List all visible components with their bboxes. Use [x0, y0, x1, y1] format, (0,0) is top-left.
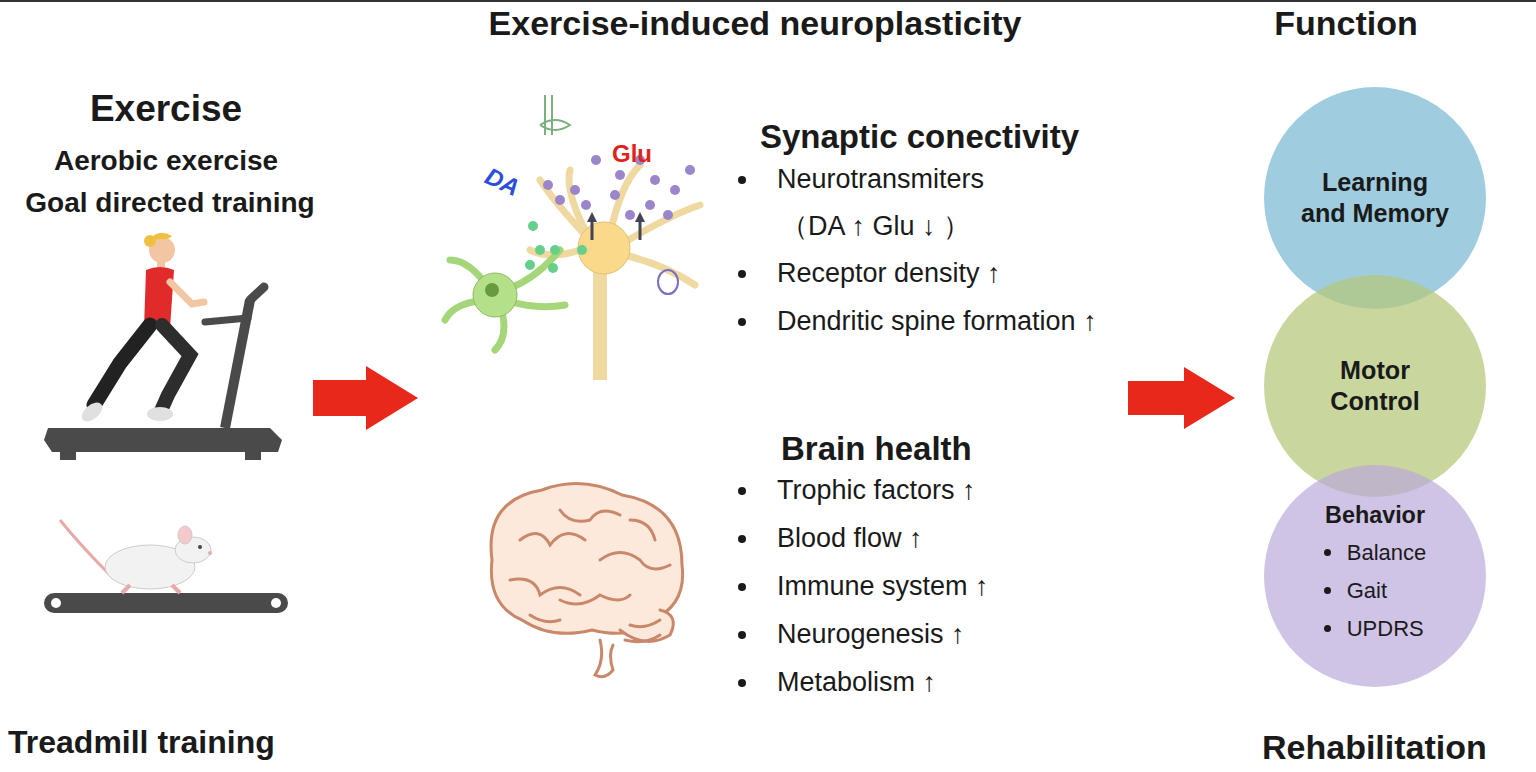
bullet-dot: [1324, 587, 1331, 594]
bullet-item: Immune system ↑: [777, 571, 989, 602]
bullet-item: Metabolism ↑: [777, 667, 936, 698]
bullet-row: Balance: [1324, 534, 1427, 572]
column-footer: Rehabilitation: [1262, 728, 1487, 767]
neurotransmitter-label: DA: [481, 162, 524, 202]
neurotransmitter-label: Glu: [612, 140, 652, 168]
exercise-type: Goal directed training: [25, 187, 314, 219]
flow-arrow: [313, 366, 418, 430]
bullet-item: Gait: [1347, 572, 1387, 610]
circle-title: Behavior: [1325, 501, 1425, 530]
neuron-figure: [445, 95, 700, 380]
function-circle: Motor Control: [1264, 275, 1486, 497]
bullet-item: Neurotransmiters: [777, 164, 984, 195]
bullet-dot: [1324, 625, 1331, 632]
bullet-dot: [1324, 549, 1331, 556]
bullet-dot: [738, 487, 746, 495]
flow-arrow: [1128, 367, 1235, 429]
bullet-dot: [738, 679, 746, 687]
function-circle: BehaviorBalanceGaitUPDRS: [1264, 465, 1486, 687]
brain-figure: [491, 484, 683, 677]
bullet-dot: [738, 270, 746, 278]
bullet-item: Dendritic spine formation ↑: [777, 306, 1097, 337]
section-heading: Exercise: [90, 88, 242, 131]
circle-title: Learning and Memory: [1300, 167, 1450, 230]
section-heading: Brain health: [781, 430, 972, 468]
section-heading: Synaptic conectivity: [760, 118, 1079, 156]
bullet-dot: [738, 631, 746, 639]
bullet-dot: [738, 318, 746, 326]
bullet-item: Neurogenesis ↑: [777, 619, 965, 650]
bullet-item: Receptor density ↑: [777, 258, 1001, 289]
top-rule: [0, 0, 1536, 2]
bullet-item: Balance: [1347, 534, 1427, 572]
bullet-detail: （DA ↑ Glu ↓ ）: [781, 211, 970, 242]
bullet-dot: [738, 176, 746, 184]
exercise-type: Aerobic exercise: [54, 145, 278, 177]
bullet-row: Gait: [1324, 572, 1427, 610]
bullet-item: Blood flow ↑: [777, 523, 923, 554]
bullet-dot: [738, 583, 746, 591]
rat-treadmill-figure: [44, 520, 288, 613]
bullet-item: Trophic factors ↑: [777, 475, 976, 506]
column-heading: Exercise-induced neuroplasticity: [489, 4, 1022, 43]
bullet-dot: [738, 535, 746, 543]
bullet-list: BalanceGaitUPDRS: [1324, 534, 1427, 647]
figure-caption: Treadmill training: [8, 724, 275, 761]
column-heading: Function: [1274, 4, 1418, 43]
circle-title: Motor Control: [1295, 355, 1455, 418]
bullet-item: UPDRS: [1347, 610, 1424, 648]
treadmill-figure: [44, 233, 282, 460]
bullet-row: UPDRS: [1324, 610, 1427, 648]
